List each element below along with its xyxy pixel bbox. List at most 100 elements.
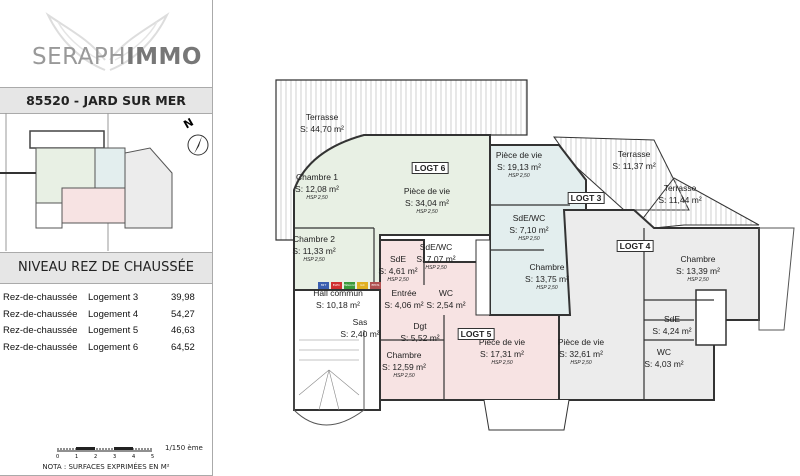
room-area: S: 5,52 m² [400,333,440,343]
logt-label: LOGT 4 [616,240,654,252]
scale-tick: 3 [113,454,117,460]
address: 85520 - JARD SUR MER [0,87,212,114]
room-name: SdE/WC [419,242,453,252]
unit-unit: Logement 5 [88,325,139,336]
room-name: WC [438,288,454,298]
room-hsp: HSP 2,50 [393,373,415,379]
room-hsp: HSP 2,50 [687,277,709,283]
unit-area: 39,98 [171,292,195,303]
room-area: S: 11,37 m² [612,161,656,171]
room-area: S: 12,08 m² [295,184,339,194]
room-name: Entrée [391,288,417,298]
brand-bold: IMMO [126,44,202,70]
unit-area: 54,27 [171,308,195,320]
scale-tick: 2 [94,454,98,460]
unit-level: Rez-de-chaussée [3,308,78,320]
brand-name: SERAPHIMMO [32,44,202,70]
unit-level: Rez-de-chaussée [3,325,78,336]
stair-east [695,289,727,346]
room-name: Chambre 1 [295,172,339,182]
compass: N [181,116,212,163]
logt-label: LOGT 3 [567,192,605,204]
room-area: S: 4,24 m² [652,326,692,336]
room-name: Hall commun [313,288,363,298]
unit-unit: Logement 3 [88,292,139,303]
stair-central [475,239,491,316]
room-hsp: HSP 2,50 [570,360,592,366]
room-name: Pièce de vie [403,186,451,196]
unit-level: Rez-de-chaussée [3,292,78,303]
terrace-east [632,177,760,231]
room-area: S: 44,70 m² [300,124,344,134]
room-area: S: 10,18 m² [316,300,360,310]
room-hsp: HSP 2,50 [425,265,447,271]
room-area: S: 2,54 m² [426,300,466,310]
room-name: Terrasse [305,112,339,122]
utility-box: GC [357,282,368,289]
room-name: Pièce de vie [495,150,543,160]
room-hsp: HSP 2,50 [491,360,513,366]
floor-plan-drawing [275,79,795,431]
nota: NOTA : SURFACES EXPRIMÉES EN M² [42,463,170,471]
room-area: S: 13,39 m² [676,266,720,276]
room-area: S: 4,61 m² [378,266,418,276]
utility-box: MIT [318,282,329,289]
room-name: SdE/WC [512,213,546,223]
brand-light: SERAPH [32,44,127,70]
scale-tick: 4 [132,454,136,460]
scale-tick: 1 [75,454,79,460]
room-area: S: 17,31 m² [480,349,524,359]
room-name: Chambre 2 [292,234,336,244]
room-area: S: 32,61 m² [559,349,603,359]
unit-area: 64,52 [171,341,195,353]
room-area: S: 11,44 m² [658,195,702,205]
room-name: Terrasse [617,149,651,159]
north-arrow-icon [187,134,209,156]
room-name: WC [656,347,672,357]
room-area: S: 7,07 m² [416,254,456,264]
balcony-east [758,227,795,331]
utility-box: EPDS [370,282,381,289]
unit-unit: Logement 4 [88,308,139,320]
room-area: S: 7,10 m² [509,225,549,235]
scale-label: 1/150 ème [165,444,203,452]
room-hsp: HSP 2,50 [303,257,325,263]
room-area: S: 19,13 m² [497,162,541,172]
logt-label: LOGT 6 [411,162,449,174]
info-panel: SERAPHIMMO 85520 - JARD SUR MER N NIVEAU… [0,0,213,476]
room-name: Pièce de vie [557,337,605,347]
logo: SERAPHIMMO [0,0,212,87]
room-hsp: HSP 2,50 [518,236,540,242]
room-name: Chambre [529,262,565,272]
room-area: S: 2,40 m² [340,329,380,339]
scale-bar [57,447,152,452]
logt-label: LOGT 5 [457,328,495,340]
scale-tick: 0 [56,454,60,460]
stairwell [293,330,365,426]
room-name: Chambre [680,254,716,264]
room-name: Chambre [386,350,422,360]
room-hsp: HSP 2,50 [508,173,530,179]
utility-box: Télécom [344,282,355,289]
unit-area: 46,63 [171,325,195,336]
room-hsp: HSP 2,50 [416,209,438,215]
plan-thumbnail: N [0,113,212,251]
room-area: S: 11,33 m² [292,246,336,256]
scale-tick: 5 [151,454,155,460]
unit-unit: Logement 6 [88,341,139,353]
room-area: S: 13,75 m² [525,274,569,284]
room-hsp: HSP 2,50 [536,285,558,291]
room-hsp: HSP 2,50 [306,195,328,201]
room-hsp: HSP 2,50 [387,277,409,283]
room-name: SdE [389,254,407,264]
room-area: S: 4,03 m² [644,359,684,369]
room-name: Dgt [413,321,427,331]
level-title: NIVEAU REZ DE CHAUSSÉE [0,252,212,284]
room-area: S: 12,59 m² [382,362,426,372]
bay-window [483,399,570,431]
unit-level: Rez-de-chaussée [3,341,78,353]
room-name: Sas [352,317,368,327]
wings-logo-icon [45,12,170,71]
room-name: SdE [663,314,681,324]
